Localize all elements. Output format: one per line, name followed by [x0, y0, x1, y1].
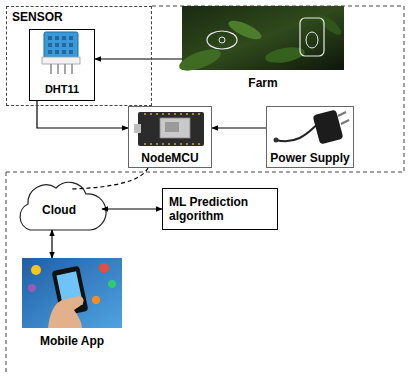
dht11-picture	[42, 32, 80, 74]
arrow-connector	[51, 230, 52, 258]
controller-box: NodeMCU	[128, 106, 212, 168]
node-label: Power Supply	[270, 151, 349, 165]
farm-node: Farm	[182, 6, 344, 92]
node-label: ML Prediction algorithm	[169, 195, 271, 224]
cloud-node: Cloud	[16, 184, 102, 230]
power-adapter-picture	[274, 109, 350, 144]
node-label: Cloud	[42, 203, 76, 217]
sensor-region: SENSOR DHT11	[6, 6, 152, 106]
farm-photo	[177, 6, 344, 75]
node-label: NodeMCU	[141, 151, 198, 165]
dashed-frame	[6, 6, 404, 374]
nodemcu-picture	[134, 112, 204, 146]
cloud-shape	[20, 182, 106, 230]
mobile-app-picture	[22, 258, 122, 328]
power-box: Power Supply	[266, 106, 354, 168]
node-label: DHT11	[45, 83, 79, 96]
arrow-connector	[212, 127, 266, 128]
dashed-link	[71, 168, 148, 189]
node-label: SENSOR	[12, 10, 63, 24]
process-box: ML Prediction algorithm	[162, 188, 278, 230]
node-label: Farm	[248, 76, 277, 90]
app-node: Mobile App	[22, 258, 122, 350]
arrow-connector	[102, 208, 162, 209]
arrow-connector	[95, 58, 182, 59]
node-label: Mobile App	[40, 334, 104, 348]
sensor-box: DHT11	[29, 29, 95, 101]
